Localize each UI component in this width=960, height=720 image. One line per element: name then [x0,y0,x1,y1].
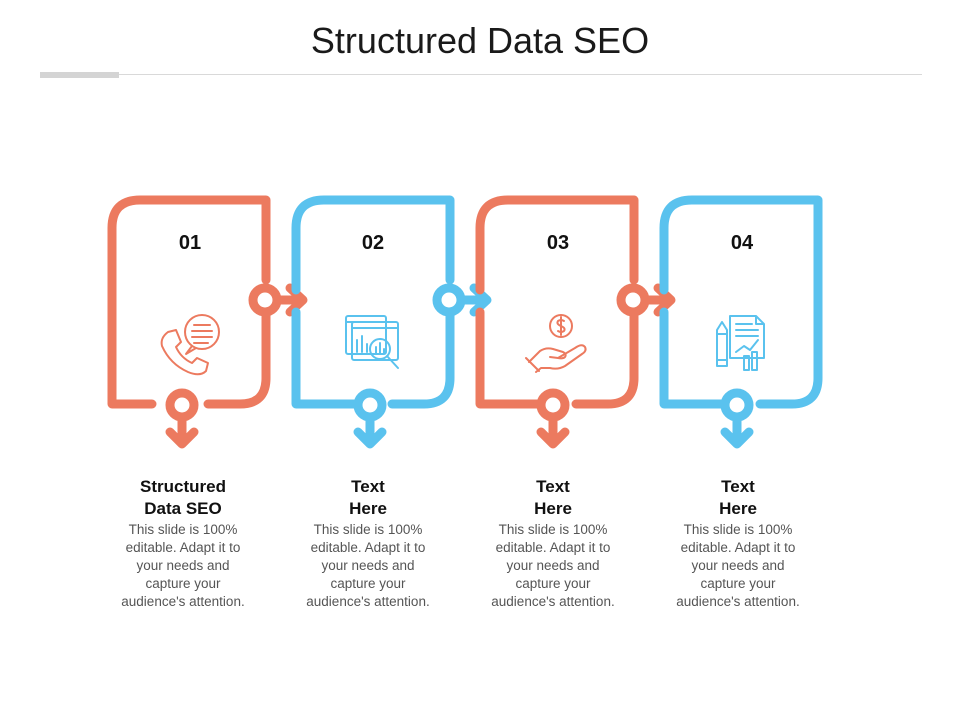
step-4-number: 04 [730,232,754,254]
phone-chat-icon [160,314,220,376]
hand-dollar-icon [525,314,587,373]
step-1-heading: Structured Data SEO [140,477,226,518]
step-3-frame [475,195,676,449]
step-2-number: 02 [361,232,385,254]
step-1-number: 01 [178,232,202,254]
step-3-number: 03 [546,232,570,254]
step-2-caption: Text Here This slide is 100%editable. Ad… [293,476,443,611]
step-2-heading: Text Here [349,477,387,518]
title-divider-accent [40,72,119,78]
step-4-frame [659,195,823,449]
page-title: Structured Data SEO [310,20,650,61]
step-4-caption: Text Here This slide is 100%editable. Ad… [663,476,813,611]
step-3-caption: Text Here This slide is 100%editable. Ad… [478,476,628,611]
step-4-heading: Text Here [719,477,757,518]
data-analysis-icon [345,315,399,369]
report-pencil-icon [716,315,765,371]
title-divider [40,74,922,75]
step-3-heading: Text Here [534,477,572,518]
step-1-caption: Structured Data SEO This slide is 100%ed… [108,476,258,611]
step-1-frame [107,195,308,449]
